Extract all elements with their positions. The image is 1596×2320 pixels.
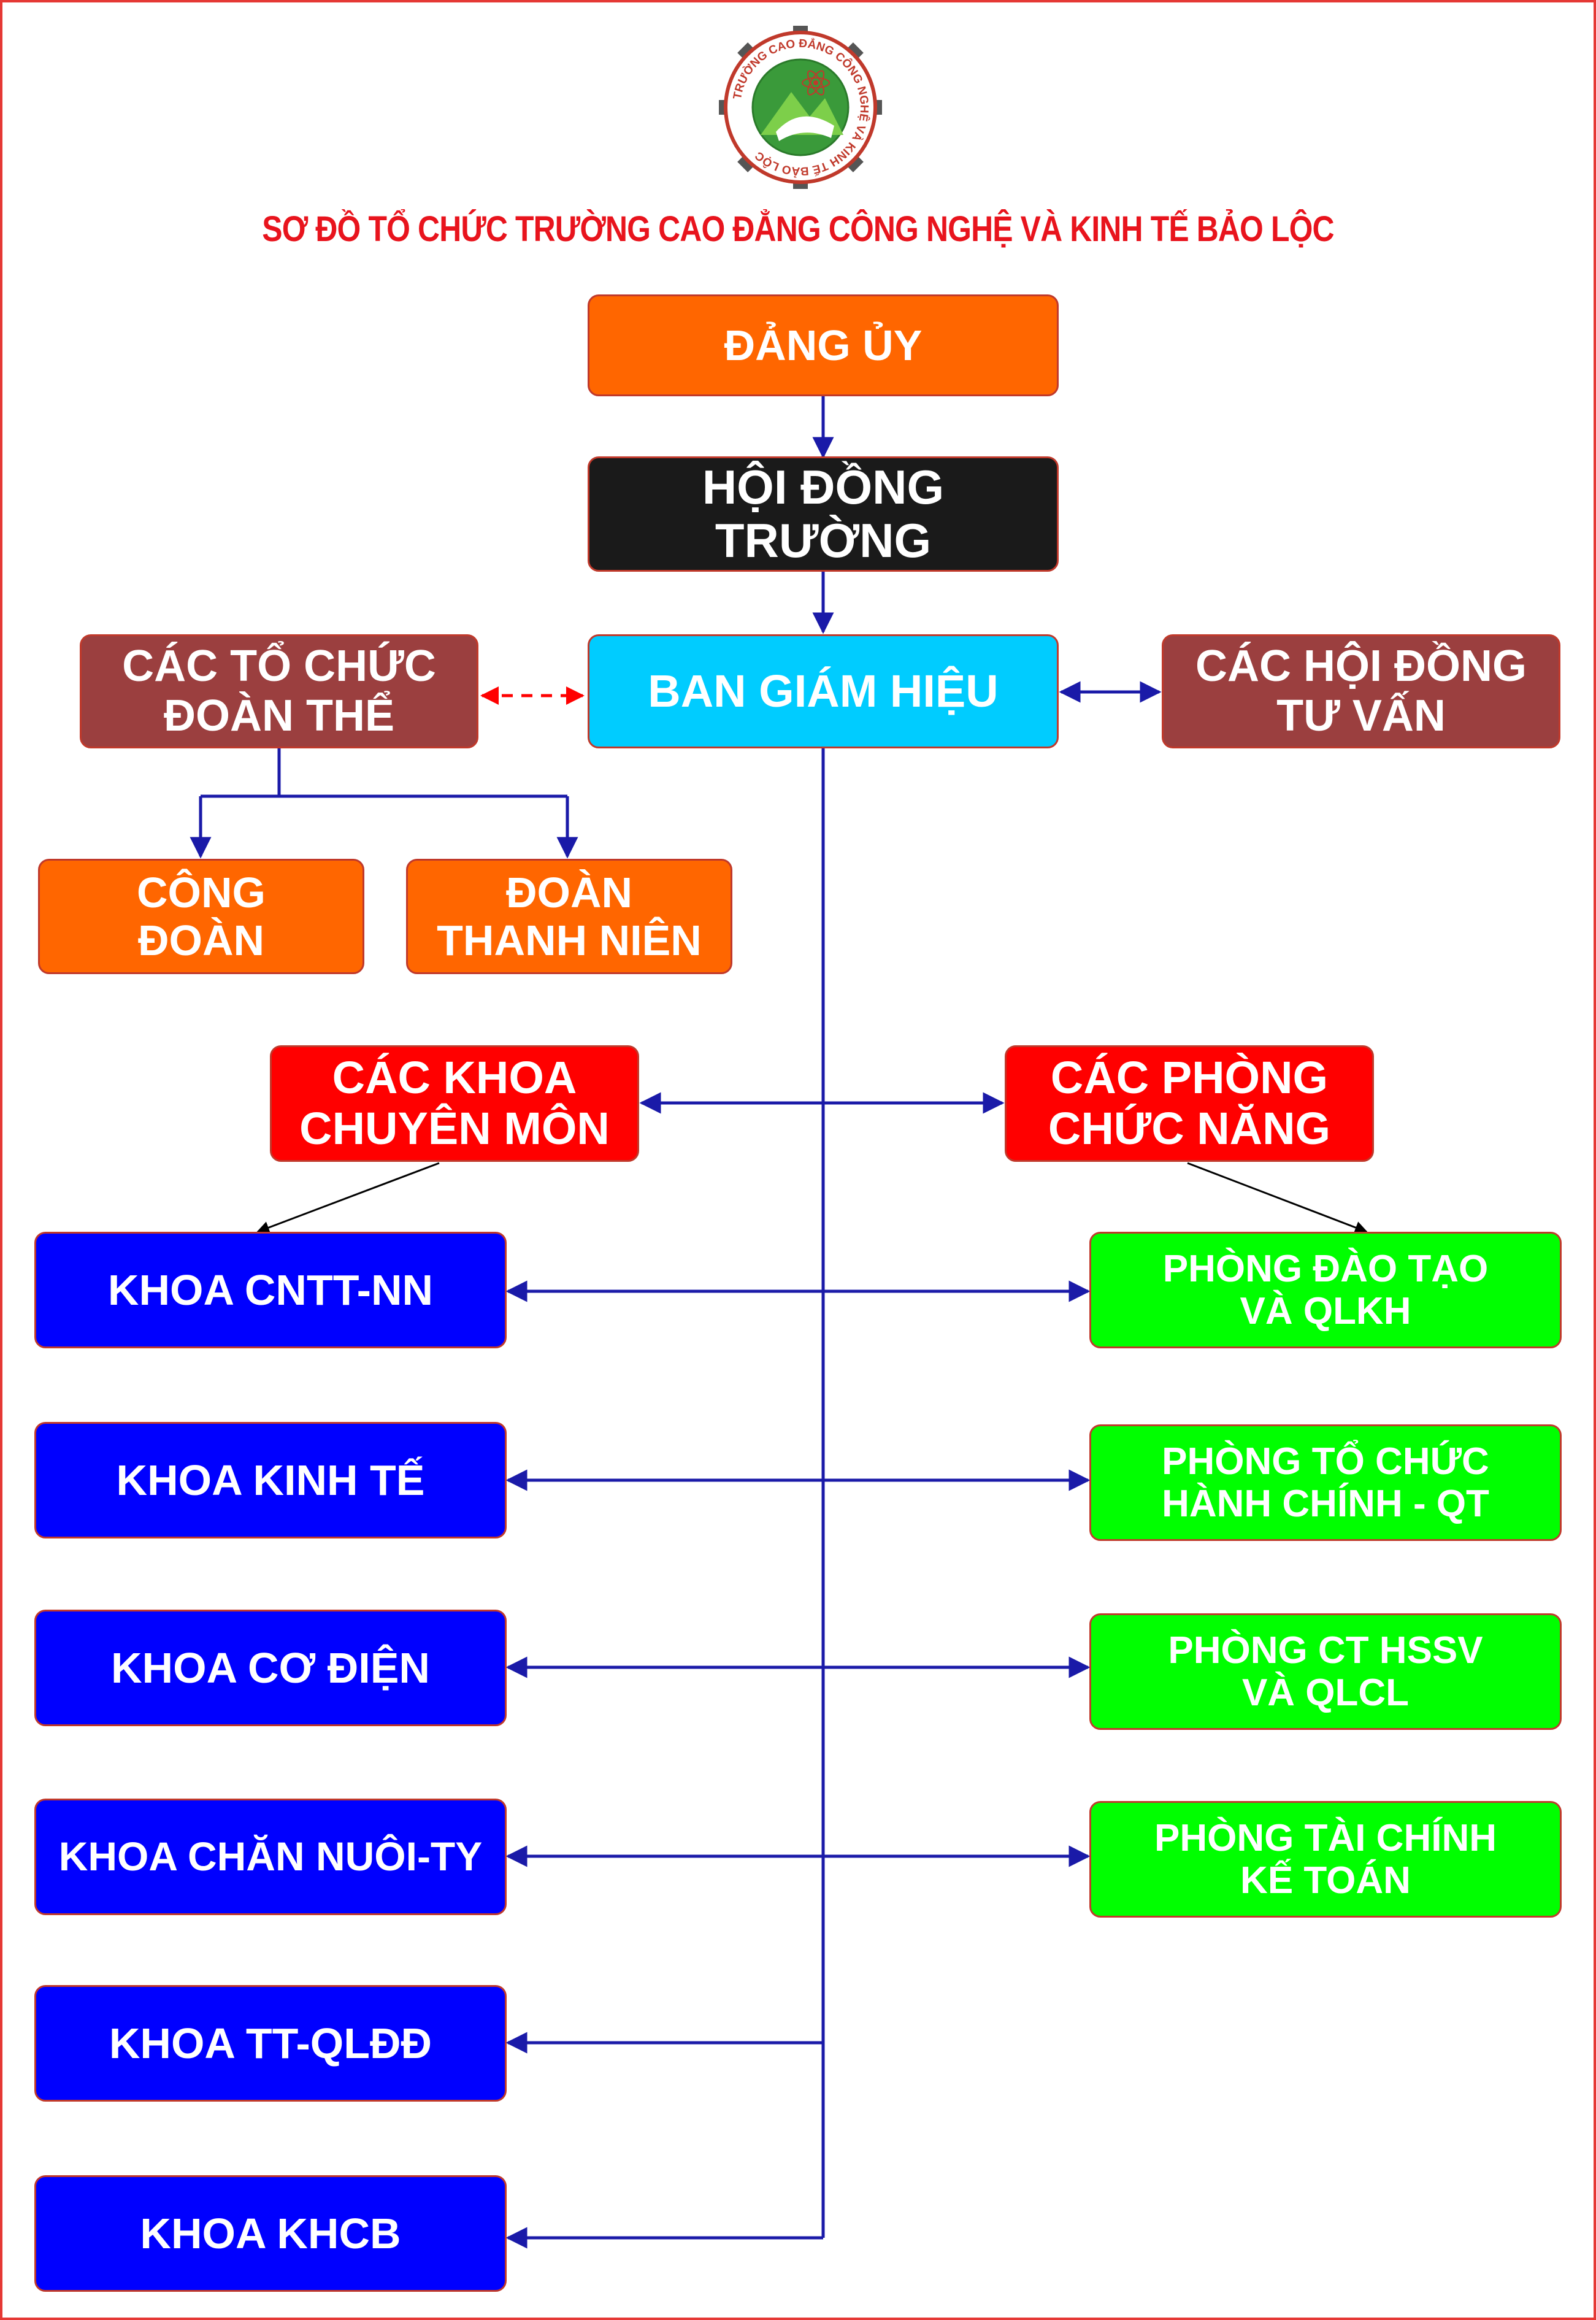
node-ban-giam-hieu: BAN GIÁM HIỆU (588, 634, 1059, 748)
edge-khoa-first (256, 1162, 440, 1234)
faculty-node: KHOA TT-QLĐĐ (34, 1985, 507, 2102)
node-cac-khoa-chuyen-mon: CÁC KHOA CHUYÊN MÔN (270, 1045, 639, 1162)
node-dang-uy: ĐẢNG ỦY (588, 294, 1059, 396)
department-node: PHÒNG CT HSSV VÀ QLCL (1089, 1613, 1562, 1730)
faculty-node: KHOA KINH TẾ (34, 1422, 507, 1538)
department-node: PHÒNG TỔ CHỨC HÀNH CHÍNH - QT (1089, 1424, 1562, 1541)
faculty-node: KHOA CNTT-NN (34, 1232, 507, 1348)
node-cac-phong-chuc-nang: CÁC PHÒNG CHỨC NĂNG (1005, 1045, 1374, 1162)
department-node: PHÒNG TÀI CHÍNH KẾ TOÁN (1089, 1801, 1562, 1918)
node-hoi-dong-tu-van: CÁC HỘI ĐỒNG TƯ VẤN (1162, 634, 1560, 748)
faculty-node: KHOA CHĂN NUÔI-TY (34, 1799, 507, 1915)
department-node: PHÒNG ĐÀO TẠO VÀ QLKH (1089, 1232, 1562, 1348)
node-to-chuc-doan-the: CÁC TỔ CHỨC ĐOÀN THỂ (80, 634, 478, 748)
school-logo-icon: TRƯỜNG CAO ĐẲNG CÔNG NGHỆ VÀ KINH TẾ BẢO… (719, 26, 882, 189)
faculty-node: KHOA CƠ ĐIỆN (34, 1610, 507, 1726)
edge-phong-first (1187, 1162, 1368, 1234)
faculty-node: KHOA KHCB (34, 2175, 507, 2292)
node-cong-doan: CÔNG ĐOÀN (38, 859, 364, 974)
node-hoi-dong-truong: HỘI ĐỒNG TRƯỜNG (588, 456, 1059, 572)
node-doan-thanh-nien: ĐOÀN THANH NIÊN (406, 859, 732, 974)
chart-title: SƠ ĐỒ TỔ CHỨC TRƯỜNG CAO ĐẲNG CÔNG NGHỆ … (262, 209, 1334, 249)
